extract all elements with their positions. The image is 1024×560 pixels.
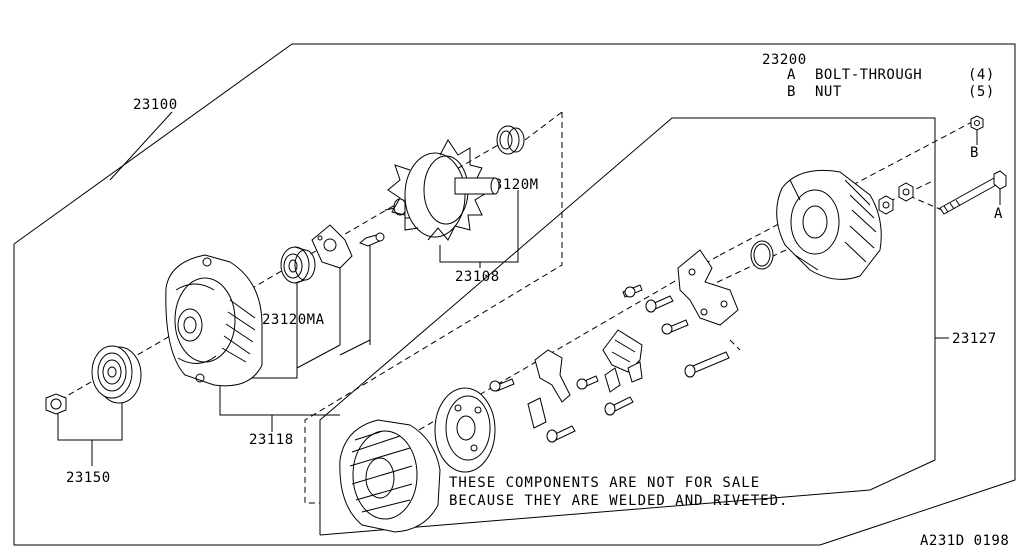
label-23100: 23100 (133, 97, 178, 113)
svg-text:(5): (5) (968, 84, 995, 100)
stator (434, 387, 496, 473)
callout-a: A (994, 206, 1003, 222)
nut-b-upper (970, 115, 984, 131)
assembly-frame (13, 43, 1016, 546)
callout-b: B (970, 145, 979, 161)
bolt-5 (489, 378, 515, 392)
label-23118: 23118 (249, 432, 294, 448)
nut-b-mid (898, 182, 914, 202)
bolt-3 (661, 319, 689, 335)
label-23200: 23200 (762, 52, 807, 68)
kit-item-a: A BOLT-THROUGH (4) (787, 67, 995, 83)
rotor (384, 139, 500, 241)
label-23108: 23108 (455, 269, 500, 285)
rear-section-frame (319, 117, 936, 536)
regulator (602, 329, 643, 393)
svg-text:(4): (4) (968, 67, 995, 83)
bearing-rear (496, 125, 525, 155)
kit-item-b: B NUT (5) (787, 84, 995, 100)
note-line-1: THESE COMPONENTS ARE NOT FOR SALE (449, 475, 760, 491)
svg-text:B: B (787, 84, 796, 100)
brush-holder-plate (677, 249, 739, 326)
svg-text:NUT: NUT (815, 84, 842, 100)
bolt-8 (546, 425, 576, 443)
front-cover (165, 254, 263, 387)
diagram-code: A231D 0198 (920, 533, 1009, 549)
through-bolt-a (939, 170, 1007, 215)
label-23120MA: 23120MA (262, 312, 325, 328)
bolt-4 (684, 351, 730, 378)
label-23150: 23150 (66, 470, 111, 486)
bolt-7 (604, 396, 634, 416)
bolt-6 (576, 375, 599, 390)
bolt-1 (622, 284, 643, 298)
pulley (91, 345, 142, 404)
o-ring (750, 240, 774, 270)
rear-cover (776, 169, 882, 280)
svg-text:BOLT-THROUGH: BOLT-THROUGH (815, 67, 922, 83)
label-23127: 23127 (952, 331, 997, 347)
rectifier-assembly (339, 419, 441, 533)
pulley-nut (45, 393, 67, 415)
note-line-2: BECAUSE THEY ARE WELDED AND RIVETED. (449, 493, 788, 509)
bearing-retainer-plate (311, 224, 353, 269)
bolt-2 (645, 295, 674, 313)
nut-b-lower (878, 195, 894, 215)
bearing-front (280, 246, 316, 284)
retainer-screw (359, 232, 385, 247)
brush-holder (527, 349, 571, 429)
svg-text:A: A (787, 67, 796, 83)
